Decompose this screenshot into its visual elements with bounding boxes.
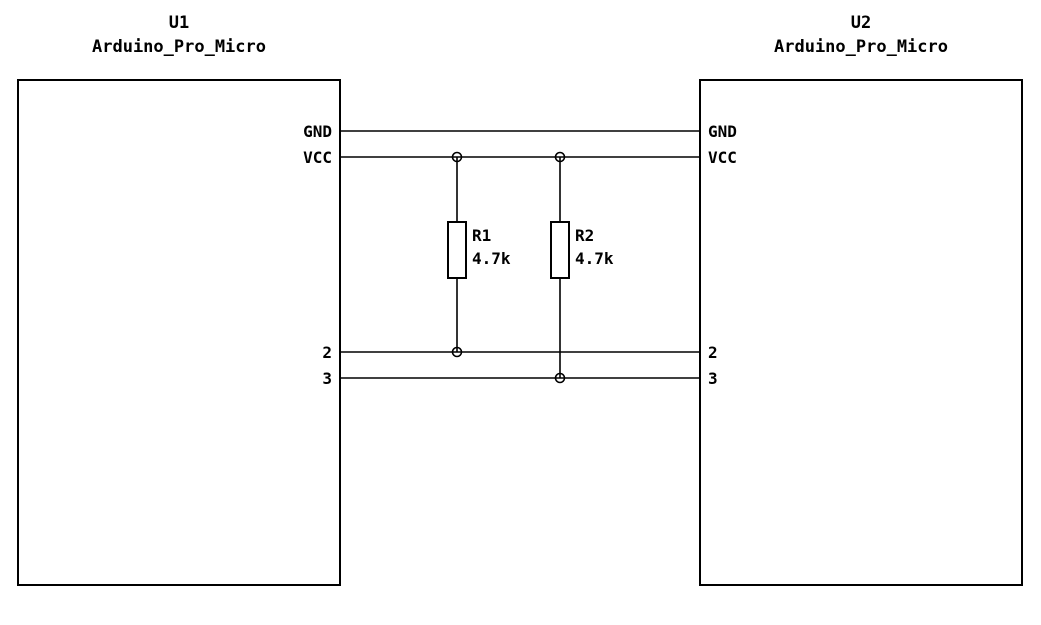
u1-value-label: Arduino_Pro_Micro xyxy=(92,37,266,57)
r2-value-label: 4.7k xyxy=(575,249,614,268)
u2-pin-2-label: 2 xyxy=(708,343,718,362)
u2-pin-vcc-label: VCC xyxy=(708,148,737,167)
u2-symbol-outline xyxy=(699,79,1023,586)
r1-reference-label: R1 xyxy=(472,226,491,245)
u1-pin-gnd-label: GND xyxy=(303,122,332,141)
component-u2: U2 Arduino_Pro_Micro GND VCC 2 3 xyxy=(699,13,1023,586)
junction-pin3-r2 xyxy=(554,372,566,384)
junction-pin2-r1 xyxy=(451,346,463,358)
component-r2: R2 4.7k xyxy=(550,157,614,378)
u2-value-label: Arduino_Pro_Micro xyxy=(774,37,948,57)
u1-pin-2-label: 2 xyxy=(322,343,332,362)
u2-reference-label: U2 xyxy=(851,13,871,33)
u2-pin-gnd-label: GND xyxy=(708,122,737,141)
r1-value-label: 4.7k xyxy=(472,249,511,268)
r1-resistor-body xyxy=(447,221,467,279)
junction-vcc-r1 xyxy=(451,151,463,163)
u1-pin-vcc-label: VCC xyxy=(303,148,332,167)
r2-resistor-body xyxy=(550,221,570,279)
u1-reference-label: U1 xyxy=(169,13,189,33)
u2-pin-3-label: 3 xyxy=(708,369,718,388)
junction-vcc-r2 xyxy=(554,151,566,163)
u1-pin-3-label: 3 xyxy=(322,369,332,388)
r2-reference-label: R2 xyxy=(575,226,594,245)
component-u1: U1 Arduino_Pro_Micro GND VCC 2 3 xyxy=(17,13,341,586)
component-r1: R1 4.7k xyxy=(447,157,511,352)
u1-symbol-outline xyxy=(17,79,341,586)
